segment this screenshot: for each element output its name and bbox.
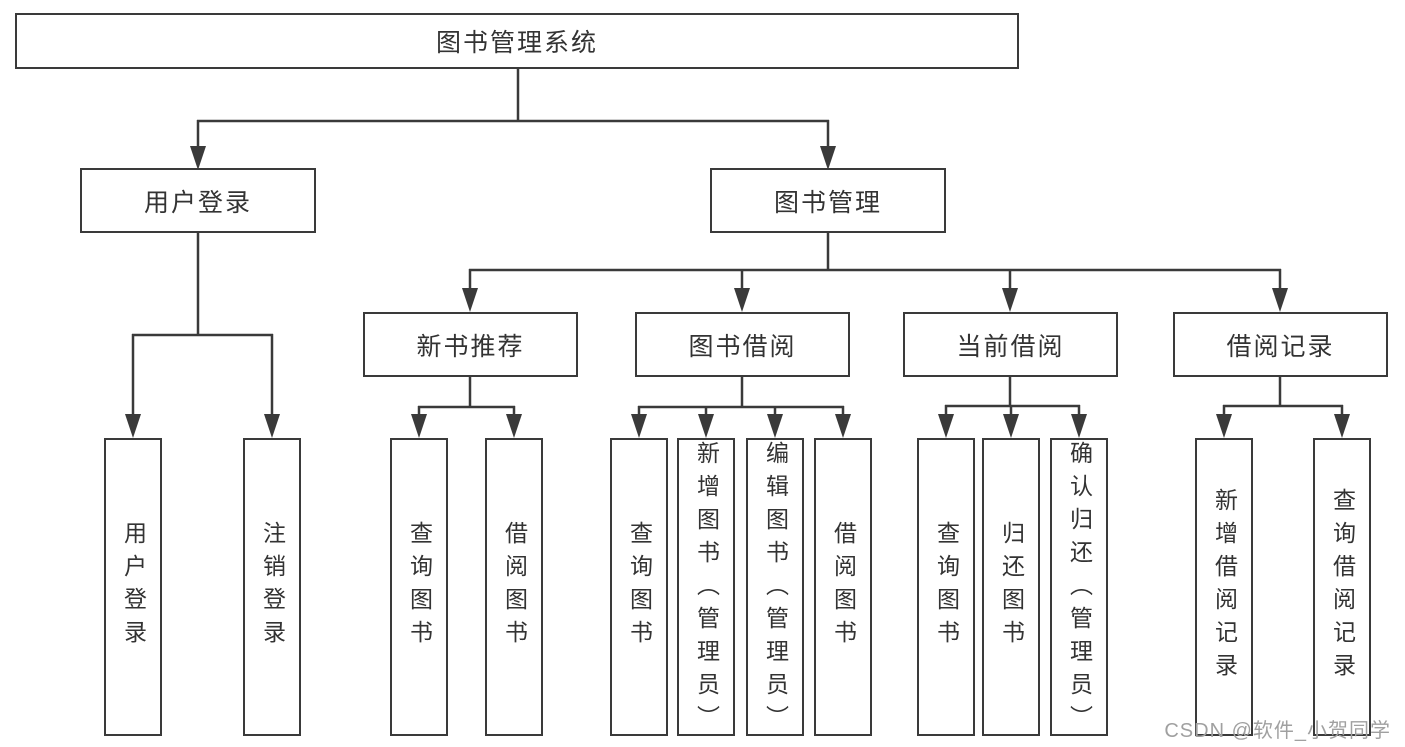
node-book-management: 图书管理 xyxy=(710,168,946,233)
connector-root-to-level2 xyxy=(196,68,830,146)
leaf-return-book: 归还图书 xyxy=(982,438,1040,736)
node-new-book-recommendation-label: 新书推荐 xyxy=(416,332,525,361)
leaf-add-book-admin: 新增图书（管理员） xyxy=(677,438,735,738)
connector-borrowing-records-children xyxy=(1222,376,1344,416)
node-user-login: 用户登录 xyxy=(80,168,316,233)
node-current-borrowing: 当前借阅 xyxy=(903,312,1118,377)
leaf-user-login-label: 用户登录 xyxy=(120,521,147,653)
leaf-edit-book-admin-label: 编辑图书（管理员） xyxy=(762,441,789,738)
leaf-borrow-books-label: 借阅图书 xyxy=(830,521,857,653)
connector-current-borrowing-children xyxy=(944,376,1081,416)
leaf-borrow-books-recommend-label: 借阅图书 xyxy=(501,521,528,653)
connector-user-login-children xyxy=(131,232,274,416)
leaf-borrow-books-recommend: 借阅图书 xyxy=(485,438,543,736)
leaf-logout-label: 注销登录 xyxy=(259,521,286,653)
connector-book-borrowing-children xyxy=(637,376,845,416)
node-new-book-recommendation: 新书推荐 xyxy=(363,312,578,377)
node-library-system: 图书管理系统 xyxy=(15,13,1019,69)
leaf-add-borrow-record: 新增借阅记录 xyxy=(1195,438,1253,736)
leaf-confirm-return-admin: 确认归还（管理员） xyxy=(1050,438,1108,738)
leaf-add-book-admin-label: 新增图书（管理员） xyxy=(693,441,720,738)
leaf-user-login: 用户登录 xyxy=(104,438,162,736)
leaf-edit-book-admin: 编辑图书（管理员） xyxy=(746,438,804,738)
leaf-logout: 注销登录 xyxy=(243,438,301,736)
node-library-system-label: 图书管理系统 xyxy=(435,29,598,57)
leaf-borrow-books: 借阅图书 xyxy=(814,438,872,736)
leaf-query-books-current-label: 查询图书 xyxy=(933,521,960,653)
connector-new-book-children xyxy=(417,376,516,416)
leaf-return-book-label: 归还图书 xyxy=(998,521,1025,653)
leaf-query-books-borrow: 查询图书 xyxy=(610,438,668,736)
node-borrowing-records-label: 借阅记录 xyxy=(1226,332,1335,361)
node-user-login-label: 用户登录 xyxy=(143,188,252,217)
node-borrowing-records: 借阅记录 xyxy=(1173,312,1388,377)
node-book-management-label: 图书管理 xyxy=(773,188,882,217)
leaf-query-books-current: 查询图书 xyxy=(917,438,975,736)
leaf-query-borrow-record-label: 查询借阅记录 xyxy=(1329,488,1356,686)
leaf-query-books-borrow-label: 查询图书 xyxy=(626,521,653,653)
node-current-borrowing-label: 当前借阅 xyxy=(956,332,1065,361)
connector-book-management-children xyxy=(468,232,1282,291)
leaf-query-borrow-record: 查询借阅记录 xyxy=(1313,438,1371,736)
csdn-watermark: CSDN @软件_小贺同学 xyxy=(1164,720,1391,742)
leaf-query-books-recommend: 查询图书 xyxy=(390,438,448,736)
node-book-borrowing-label: 图书借阅 xyxy=(688,332,797,361)
node-book-borrowing: 图书借阅 xyxy=(635,312,850,377)
leaf-query-books-recommend-label: 查询图书 xyxy=(406,521,433,653)
leaf-add-borrow-record-label: 新增借阅记录 xyxy=(1211,488,1238,686)
leaf-confirm-return-admin-label: 确认归还（管理员） xyxy=(1066,441,1093,738)
